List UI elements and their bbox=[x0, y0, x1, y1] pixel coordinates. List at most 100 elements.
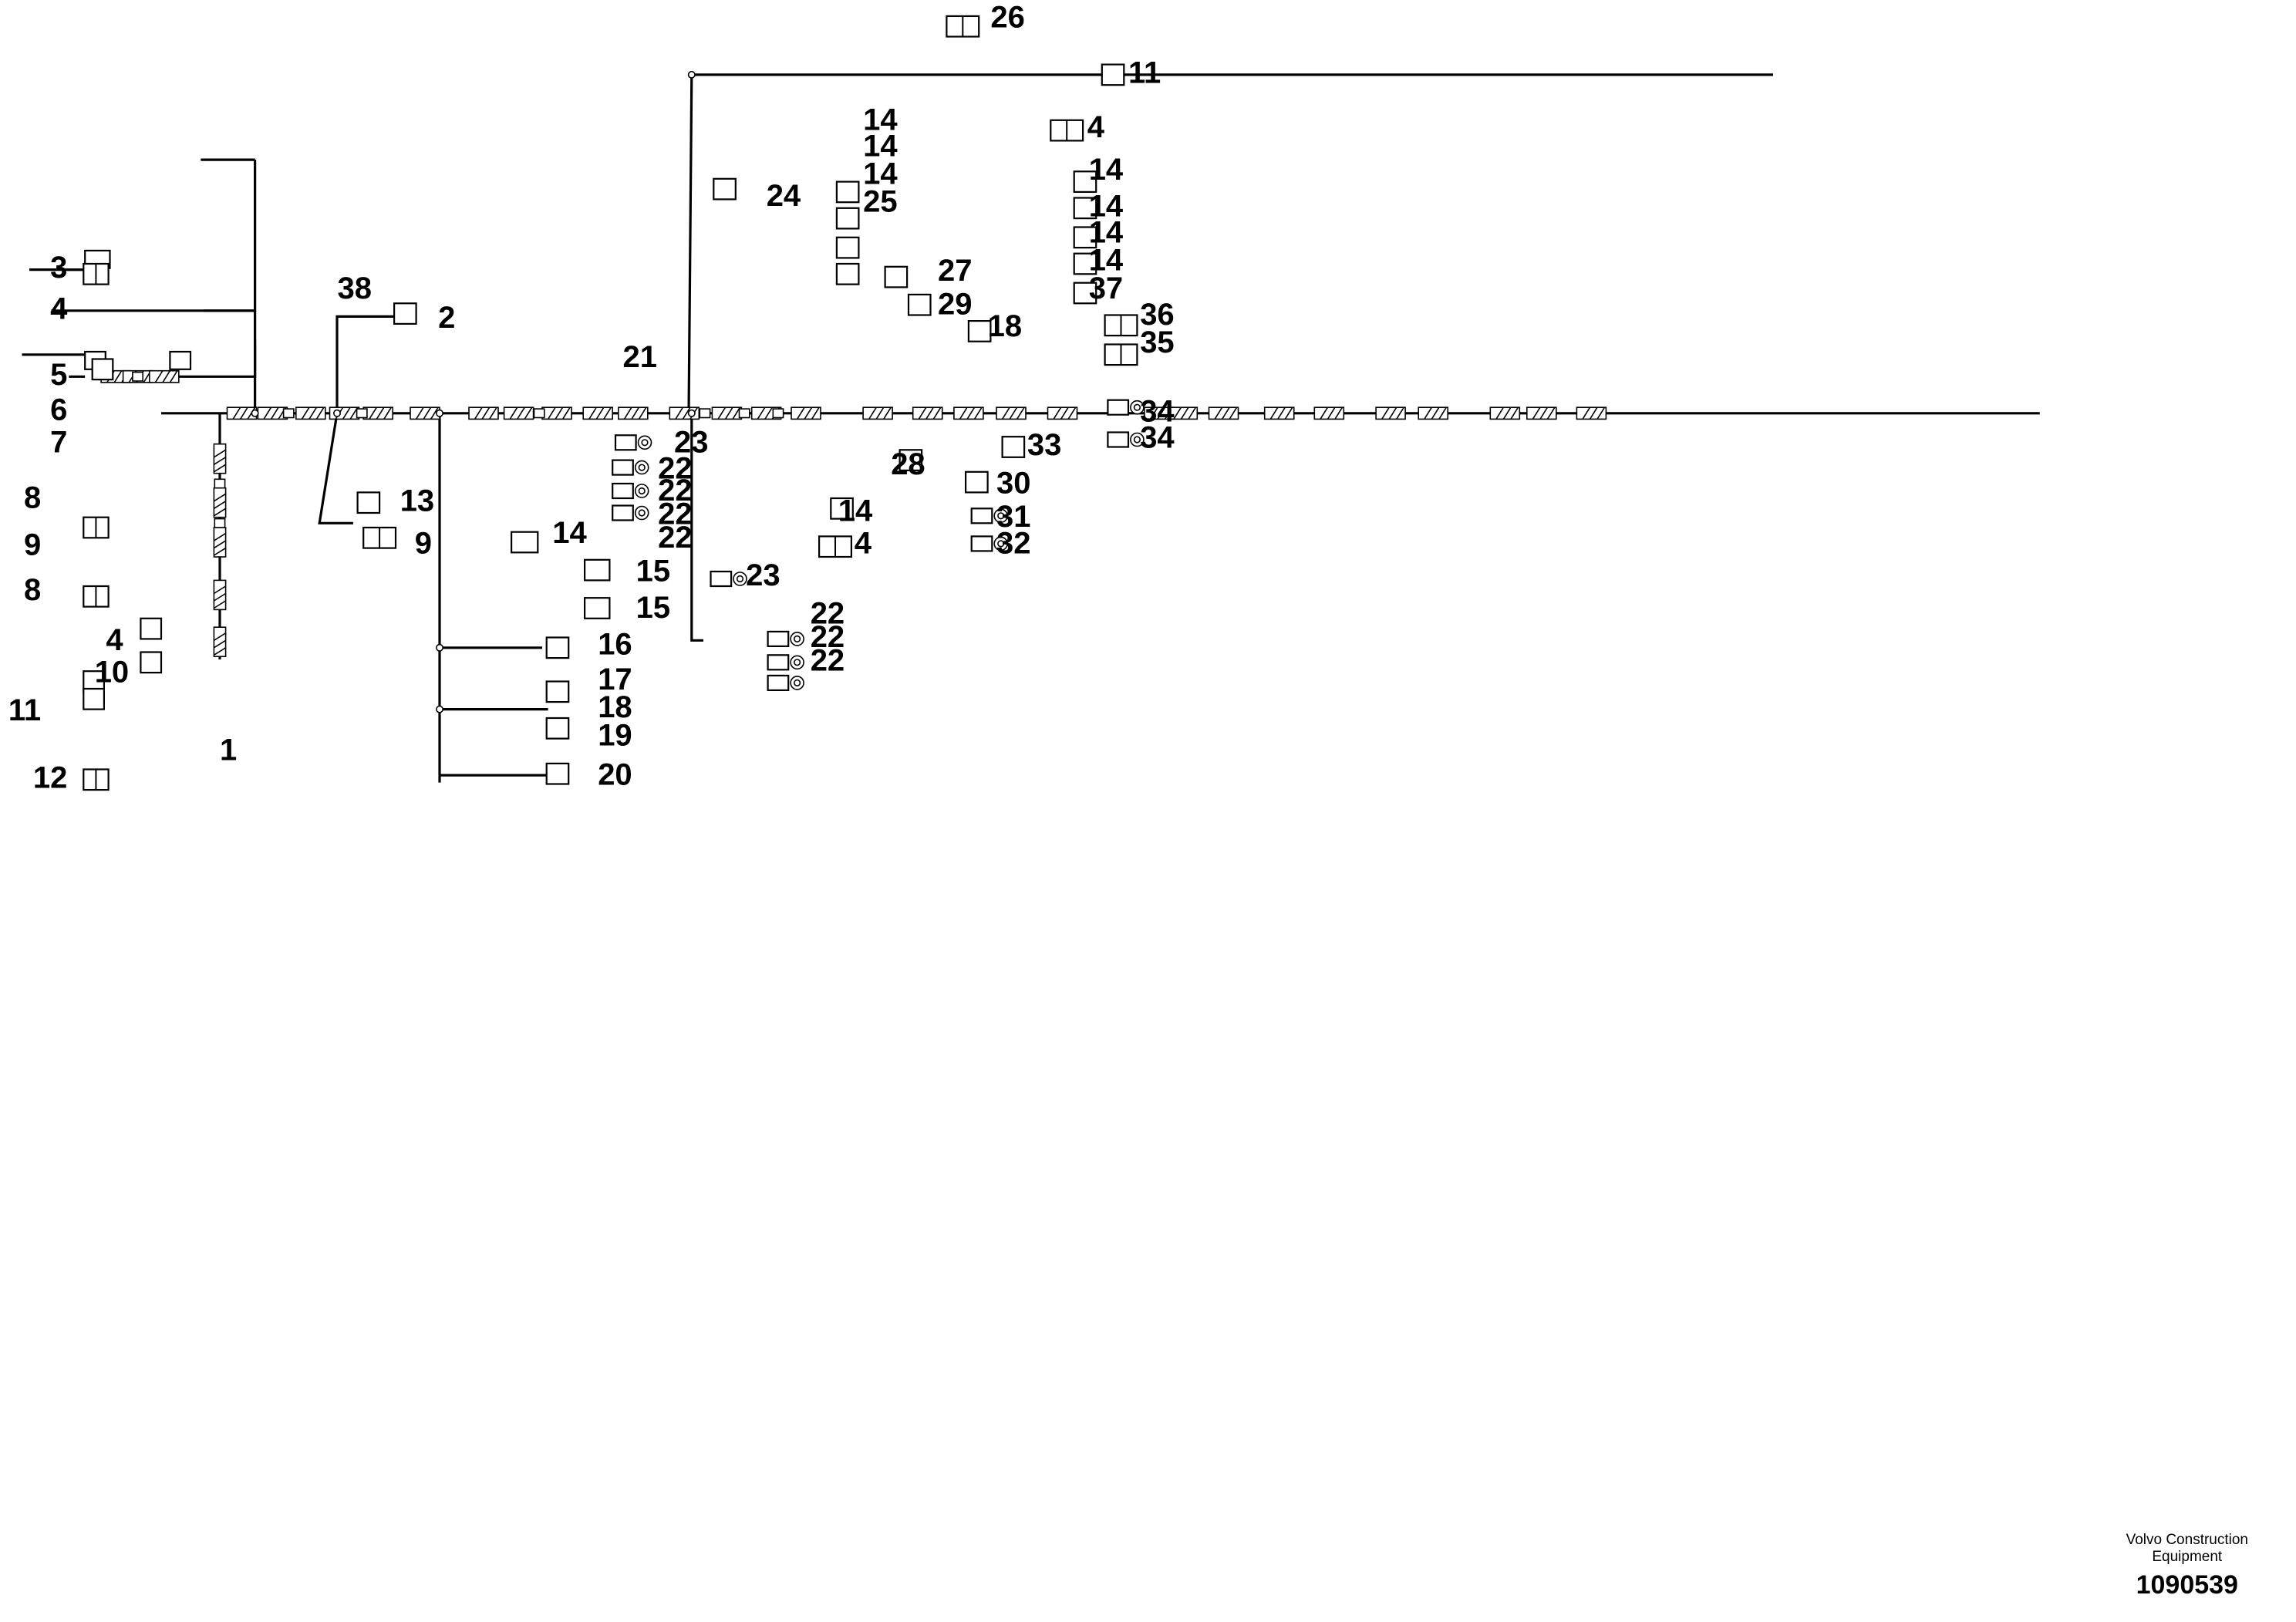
sleeve-hatch bbox=[213, 493, 227, 502]
component-box bbox=[830, 497, 854, 520]
sleeve-hatch bbox=[315, 406, 325, 420]
wire-sleeve bbox=[862, 406, 893, 420]
sleeve-hatch bbox=[1229, 406, 1238, 420]
part-number-label: 21 bbox=[623, 340, 658, 374]
sleeve-hatch bbox=[1320, 406, 1329, 420]
sleeve-hatch bbox=[213, 592, 227, 602]
wire-sleeve bbox=[1208, 406, 1239, 420]
sleeve-hatch bbox=[717, 406, 727, 420]
sleeve-hatch bbox=[213, 457, 227, 465]
wire-sleeve bbox=[410, 406, 440, 420]
sleeve-hatch bbox=[918, 406, 927, 420]
sleeve-hatch bbox=[1582, 406, 1591, 420]
component-box bbox=[1073, 197, 1097, 220]
wire-sleeve bbox=[1526, 406, 1557, 420]
sleeve-hatch bbox=[308, 406, 318, 420]
component-box bbox=[140, 617, 163, 640]
sleeve-hatch bbox=[925, 406, 934, 420]
sleeve-hatch bbox=[932, 406, 942, 420]
sleeve-hatch bbox=[213, 464, 227, 473]
wire-sleeve bbox=[1576, 406, 1607, 420]
wire-sleeve bbox=[295, 406, 326, 420]
sleeve-hatch bbox=[232, 406, 241, 420]
component-box bbox=[835, 180, 860, 204]
part-number-label: 32 bbox=[996, 526, 1031, 560]
component-box bbox=[884, 265, 909, 288]
sleeve-hatch bbox=[623, 406, 632, 420]
part-number-label: 34 bbox=[1140, 421, 1175, 455]
footer: Volvo Construction Equipment 1090539 bbox=[2126, 1532, 2248, 1600]
part-number-label: 37 bbox=[1089, 271, 1124, 305]
sleeve-hatch bbox=[1016, 406, 1025, 420]
wire-sleeve bbox=[1418, 406, 1448, 420]
component-box bbox=[612, 459, 634, 476]
inline-connector bbox=[214, 518, 226, 528]
wire-sleeve bbox=[582, 406, 614, 420]
part-number-label: 4 bbox=[50, 292, 68, 325]
sleeve-hatch bbox=[162, 370, 171, 383]
wire-sleeve bbox=[617, 406, 649, 420]
sleeve-hatch bbox=[603, 406, 612, 420]
sleeve-hatch bbox=[1067, 406, 1077, 420]
part-number-label: 9 bbox=[24, 528, 41, 561]
sleeve-hatch bbox=[811, 406, 820, 420]
part-number-label: 38 bbox=[338, 271, 373, 305]
wire-sleeve bbox=[213, 443, 227, 474]
sleeve-hatch bbox=[1539, 406, 1549, 420]
junction-dot bbox=[435, 643, 443, 652]
sleeve-hatch bbox=[430, 406, 439, 420]
sensor-core bbox=[638, 509, 646, 517]
component-box bbox=[545, 762, 570, 785]
sleeve-hatch bbox=[561, 406, 571, 420]
document-number: 1090539 bbox=[2136, 1570, 2238, 1600]
sleeve-hatch bbox=[1173, 406, 1182, 420]
component-box bbox=[1073, 170, 1097, 194]
part-number-label: 33 bbox=[1027, 428, 1062, 462]
inline-connector bbox=[214, 478, 226, 489]
part-number-label: 11 bbox=[1128, 56, 1161, 89]
part-number-label: 3 bbox=[50, 251, 67, 285]
inline-connector bbox=[699, 408, 711, 419]
sleeve-hatch bbox=[213, 532, 227, 541]
part-number-label: 27 bbox=[938, 254, 973, 288]
part-number-label: 13 bbox=[400, 484, 435, 518]
sleeve-hatch bbox=[1221, 406, 1230, 420]
sleeve-hatch bbox=[1149, 406, 1158, 420]
component-box bbox=[713, 177, 737, 201]
part-number-label: 14 bbox=[1089, 189, 1124, 223]
sleeve-hatch bbox=[682, 406, 691, 420]
sleeve-hatch bbox=[1053, 406, 1062, 420]
sleeve-hatch bbox=[1388, 406, 1397, 420]
part-number-label: 28 bbox=[891, 447, 925, 481]
sleeve-hatch bbox=[959, 406, 968, 420]
wire-sleeve bbox=[1489, 406, 1521, 420]
sleeve-hatch bbox=[1431, 406, 1440, 420]
component-box bbox=[169, 350, 192, 370]
wire-sleeve bbox=[213, 579, 227, 611]
component-box bbox=[1001, 436, 1026, 458]
sleeve-hatch bbox=[1188, 406, 1197, 420]
sleeve-hatch bbox=[1510, 406, 1519, 420]
part-number-label: 12 bbox=[33, 760, 68, 794]
part-number-label: 14 bbox=[863, 103, 898, 137]
component-box bbox=[835, 236, 860, 259]
wire-sleeve bbox=[503, 406, 534, 420]
part-number-label: 22 bbox=[658, 474, 693, 508]
part-number-label: 14 bbox=[1089, 153, 1124, 187]
sleeve-hatch bbox=[239, 406, 248, 420]
part-number-label: 1 bbox=[220, 733, 237, 767]
component-box bbox=[767, 654, 790, 671]
component-box bbox=[964, 470, 989, 494]
part-number-label: 8 bbox=[24, 573, 41, 607]
part-number-label: 15 bbox=[636, 591, 671, 625]
sleeve-hatch bbox=[301, 406, 310, 420]
part-number-label: 14 bbox=[1089, 216, 1124, 250]
wire bbox=[318, 413, 353, 524]
wire-sleeve bbox=[213, 487, 227, 518]
part-number-label: 35 bbox=[1140, 325, 1175, 359]
part-number-label: 15 bbox=[636, 554, 671, 588]
sleeve-hatch bbox=[973, 406, 983, 420]
component-box bbox=[612, 482, 634, 500]
sleeve-hatch bbox=[1438, 406, 1447, 420]
part-number-label: 29 bbox=[938, 288, 973, 322]
